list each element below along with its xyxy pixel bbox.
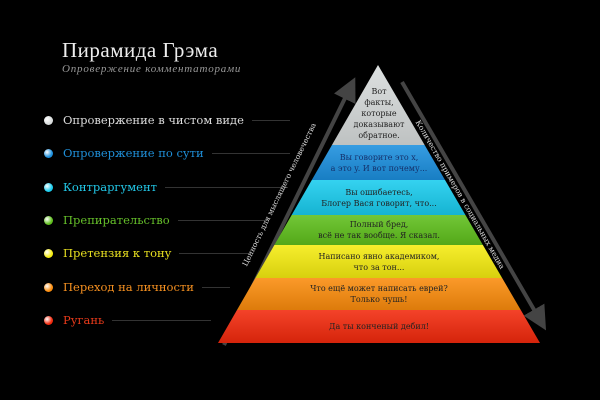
text-line: доказывают [353,119,405,129]
text-line: Блогер Вася говорит, что... [321,198,437,208]
pyramid-level-text: Полный бред, всё не так вообще. Я сказал. [318,219,440,241]
leader-line [251,119,290,121]
pyramid-level-shade [311,145,446,180]
pyramid-level-shade [274,215,483,245]
legend-item: Опровержение в чистом виде [44,112,290,128]
leader-line [165,186,288,188]
pyramid-level-text: Написано явно академиком,что за тон... [319,251,440,273]
pyramid-level-shade [291,180,466,215]
bullet-icon [44,315,53,325]
pyramid-level-text: Вы ошибаетесь,Блогер Вася говорит, что..… [321,187,437,209]
text-line: обратное. [358,130,400,140]
bullet-icon [44,182,53,192]
bullet-icon [44,248,53,258]
page-title: Пирамида Грэма [62,38,219,62]
text-line: которые [361,108,397,118]
bullet-icon [44,148,53,158]
pyramid-level-shade [255,245,503,278]
text-line: Вы говорите это x, [339,152,419,162]
legend-label: Претензия к тону [63,246,172,260]
legend-item: Контраргумент [44,179,288,195]
legend-item: Претензия к тону [44,245,250,261]
leader-line [201,286,231,288]
pyramid-level-text: Вы говорите это x,а это y. И вот почему.… [331,152,428,174]
legend-label: Опровержение в чистом виде [63,113,244,127]
legend-label: Опровержение по сути [63,146,204,160]
pyramid-level-text: Что ещё может написать еврей? Только чушь… [310,283,448,305]
leader-line [179,252,250,254]
text-line: Только чушь! [350,295,408,304]
text-line: Да ты конченый дебил! [328,322,430,331]
bullet-icon [44,215,53,225]
bullet-icon [44,115,53,125]
text-line: что за тон... [353,262,405,272]
pyramid-level-text: Да ты конченый дебил! [329,321,429,332]
legend-label: Переход на личности [63,280,194,294]
legend-item: Препирательство [44,212,269,228]
legend-label: Ругань [63,313,105,327]
legend-item: Ругань [44,312,212,328]
leader-line [112,319,212,321]
text-line: Что ещё может написать еврей? [310,284,448,293]
bullet-icon [44,282,53,292]
text-line: Вы ошибаетесь, [345,187,413,197]
text-line: Вот [371,86,387,96]
text-line: факты, [364,97,394,107]
text-line: а это y. И вот почему... [330,163,428,173]
pyramid-level-shade [331,65,425,145]
legend-label: Контраргумент [63,180,157,194]
right-arrow [400,80,547,331]
pyramid-level-shade [218,310,540,343]
page-subtitle: Опровержение комментаторами [62,63,242,75]
pyramid-level-shade [236,278,521,310]
text-line: всё не так вообще. Я сказал. [318,231,440,240]
legend-item: Опровержение по сути [44,145,290,161]
leader-line [211,152,290,154]
leader-line [177,219,269,221]
legend-item: Переход на личности [44,279,231,295]
text-line: Написано явно академиком, [318,251,440,261]
legend-label: Препирательство [63,213,170,227]
text-line: Полный бред, [349,220,409,229]
